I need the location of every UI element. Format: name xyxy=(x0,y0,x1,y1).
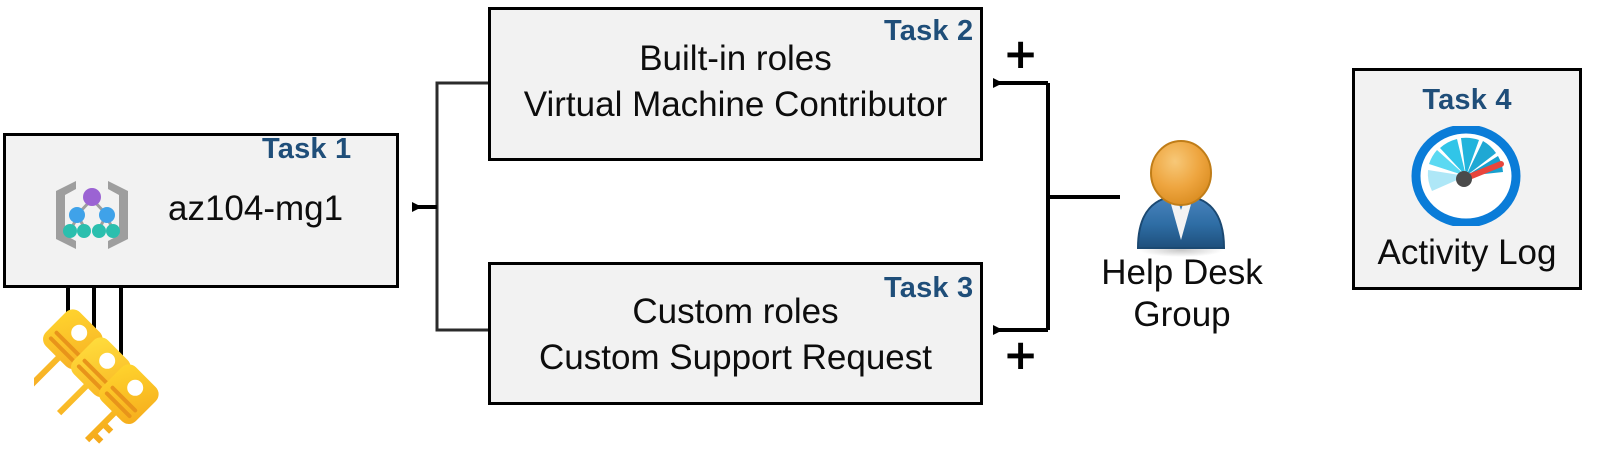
help-desk-group-label-line-2: Group xyxy=(1133,295,1231,334)
task-2-label: Task 2 xyxy=(884,15,974,47)
management-group-icon xyxy=(46,173,138,255)
plus-operator-task-3: + xyxy=(1003,330,1039,379)
task-4-text: Activity Log xyxy=(1377,233,1557,272)
plus-operator-task-2: + xyxy=(1003,29,1039,78)
task-4-label: Task 4 xyxy=(1422,84,1512,116)
task-1-label: Task 1 xyxy=(262,133,352,165)
task-1-box[interactable] xyxy=(3,133,399,288)
task-3-text-line-1: Custom roles xyxy=(632,292,839,331)
help-desk-group-label-line-1: Help Desk xyxy=(1101,253,1263,292)
task-3-box[interactable] xyxy=(488,262,983,405)
connector-roles-to-management-group xyxy=(412,81,500,332)
task-1-text: az104-mg1 xyxy=(168,189,344,228)
user-group-icon xyxy=(1122,140,1240,258)
activity-log-gauge-icon xyxy=(1406,124,1526,228)
keys-icon xyxy=(28,308,179,449)
task-3-label: Task 3 xyxy=(884,272,974,304)
task-3-text-line-2: Custom Support Request xyxy=(539,338,932,377)
task-2-text-line-2: Virtual Machine Contributor xyxy=(523,85,948,124)
task-2-text-line-1: Built-in roles xyxy=(639,39,832,78)
task-2-box[interactable] xyxy=(488,7,983,161)
